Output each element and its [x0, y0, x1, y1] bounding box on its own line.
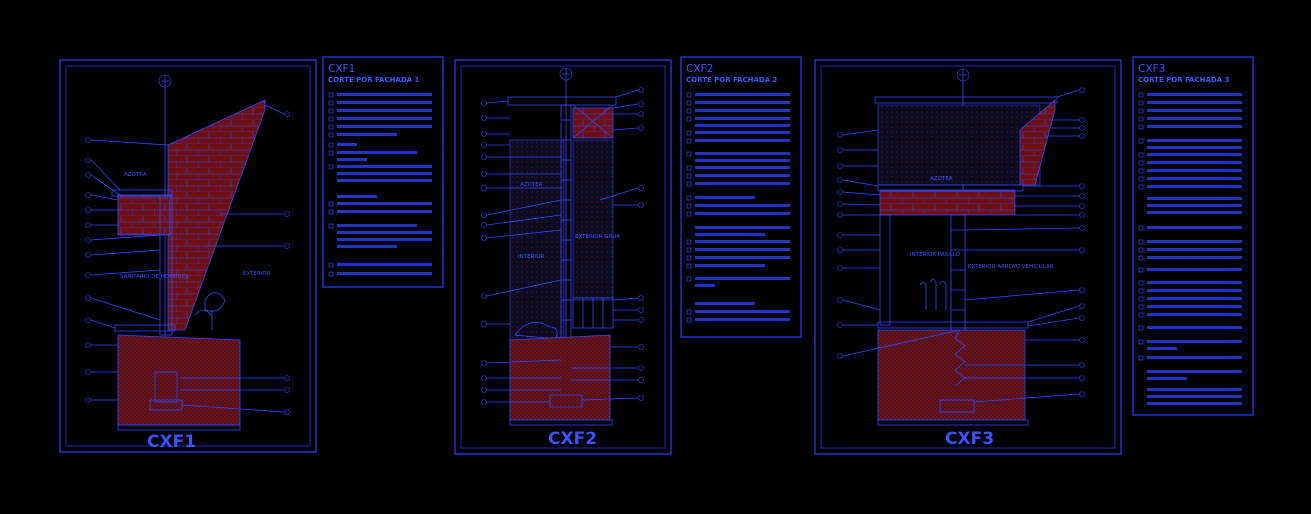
cxf2-sheet-code: CXF2 [548, 429, 597, 449]
cxf3-label-interior: INTERIOR PASILLO [910, 252, 961, 258]
cxf1-label-sanitario: SANITARIO DE HOMBRES [120, 274, 189, 280]
sheet-cxf1-drawing: AZOTEA SANITARIO DE HOMBRES EXTERIOR CXF… [59, 59, 317, 453]
cxf2-callouts-left [481, 100, 562, 405]
cxf1-label-azotea: AZOTEA [124, 172, 147, 178]
cxf1-callouts-left [85, 137, 169, 403]
notes1-title: CORTE POR FACHADA 1 [328, 76, 420, 84]
notes1-list [328, 92, 432, 277]
cxf3-label-azotea: AZOTEA [930, 176, 953, 182]
cxf1-callouts-right [180, 104, 290, 415]
notes1-code: CXF1 [328, 63, 355, 75]
cxf3-sheet-code: CXF3 [945, 429, 994, 449]
cxf2-callouts-right [571, 87, 644, 401]
notes3-code: CXF3 [1138, 63, 1165, 75]
notes-panel-cxf3: CXF3 CORTE POR FACHADA 3 [1132, 56, 1254, 416]
cxf3-label-exterior: EXTERIOR ARROYO VEHICULAR [968, 264, 1054, 270]
notes2-title: CORTE POR FACHADA 2 [686, 76, 778, 84]
notes-panel-cxf1: CXF1 CORTE POR FACHADA 1 [322, 56, 444, 288]
cxf2-label-interior: INTERIOR [518, 254, 544, 260]
cxf1-label-exterior: EXTERIOR [243, 271, 271, 277]
cxf3-callouts-left [837, 129, 961, 359]
notes-panel-cxf2: CXF2 CORTE POR FACHADA 2 [680, 56, 802, 338]
notes2-code: CXF2 [686, 63, 713, 75]
notes3-title: CORTE POR FACHADA 3 [1138, 76, 1230, 84]
cxf2-label-azotea: AZOTEA [520, 182, 543, 188]
sheet-cxf3-drawing: AZOTEA INTERIOR PASILLO EXTERIOR ARROYO … [814, 59, 1122, 455]
sheet-cxf2-drawing: AZOTEA INTERIOR EXTERIOR GRUA CXF2 [454, 59, 672, 455]
cxf2-label-exterior: EXTERIOR GRUA [575, 234, 620, 240]
cxf1-sheet-code: CXF1 [147, 432, 196, 452]
notes2-list [686, 92, 790, 323]
notes3-list [1138, 92, 1242, 405]
cxf3-callouts-right [964, 87, 1085, 403]
